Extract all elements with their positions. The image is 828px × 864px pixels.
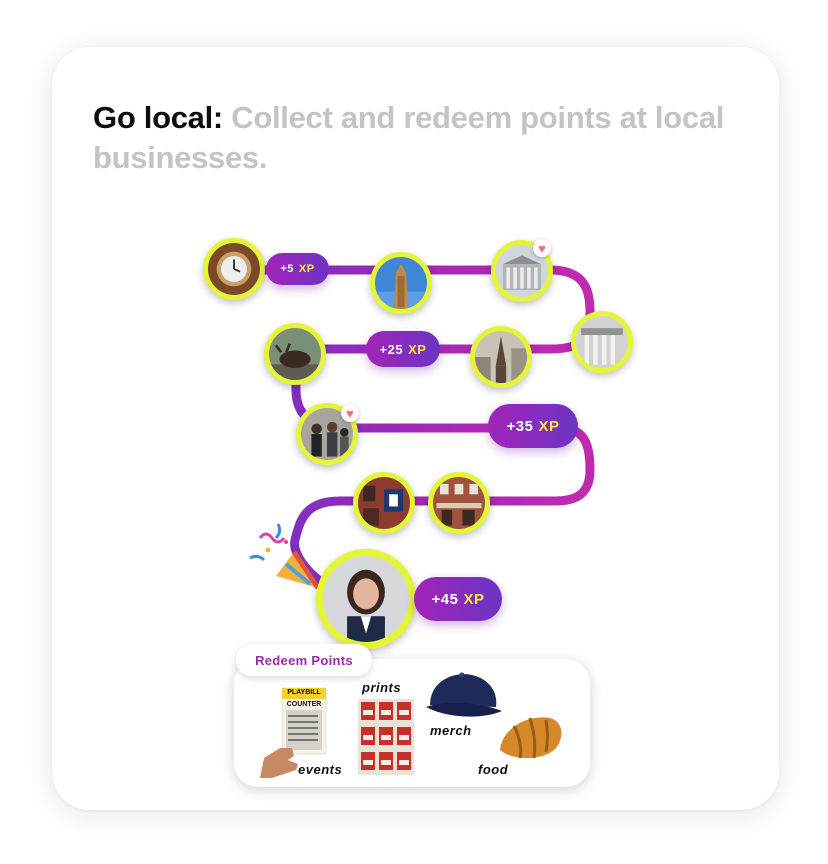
spot-exchange[interactable]: [491, 240, 553, 302]
category-prints[interactable]: prints: [362, 680, 402, 695]
playbill-image[interactable]: PLAYBILL COUNTER: [258, 686, 330, 778]
spot-bull[interactable]: [264, 323, 326, 385]
xp-amount: +45: [431, 590, 459, 608]
xp-amount: +35: [506, 417, 534, 435]
xp-pill-5: +5 XP: [266, 253, 329, 285]
redeem-label: Redeem Points: [255, 652, 353, 668]
cap-image[interactable]: [420, 667, 504, 721]
xp-pill-45: +45 XP: [414, 577, 502, 621]
xp-pill-35: +35 XP: [488, 404, 578, 448]
xp-pill-25: +25 XP: [366, 331, 440, 367]
spot-portrait[interactable]: [316, 549, 416, 649]
xp-unit: XP: [463, 590, 485, 608]
spot-brick-building[interactable]: [428, 472, 490, 534]
heart-icon[interactable]: ♥: [341, 404, 359, 422]
xp-amount: +5: [280, 263, 294, 275]
croissant-image[interactable]: [494, 708, 566, 766]
party-popper-icon: [246, 518, 326, 598]
spot-church[interactable]: [470, 326, 532, 388]
xp-unit: XP: [538, 417, 560, 435]
headline: Go local: Collect and redeem points at l…: [93, 98, 733, 178]
spot-crowd[interactable]: [296, 403, 358, 465]
prints-image[interactable]: [358, 699, 414, 775]
category-merch[interactable]: merch: [430, 723, 472, 738]
xp-amount: +25: [379, 341, 404, 357]
heart-icon[interactable]: ♥: [533, 239, 551, 257]
spot-storefront[interactable]: [353, 472, 415, 534]
playbill-brand: PLAYBILL: [287, 689, 321, 696]
spot-columns[interactable]: [571, 311, 633, 373]
playbill-show: COUNTER: [286, 701, 322, 708]
xp-unit: XP: [298, 263, 315, 275]
category-events[interactable]: events: [298, 762, 343, 777]
headline-lead: Go local:: [93, 100, 223, 135]
category-food[interactable]: food: [478, 762, 509, 777]
headline-rest: Collect and redeem points at local busin…: [93, 100, 725, 175]
redeem-points-tab[interactable]: Redeem Points: [236, 644, 372, 676]
xp-unit: XP: [408, 341, 427, 357]
spot-tower[interactable]: [370, 252, 432, 314]
spot-clock[interactable]: [203, 238, 265, 300]
